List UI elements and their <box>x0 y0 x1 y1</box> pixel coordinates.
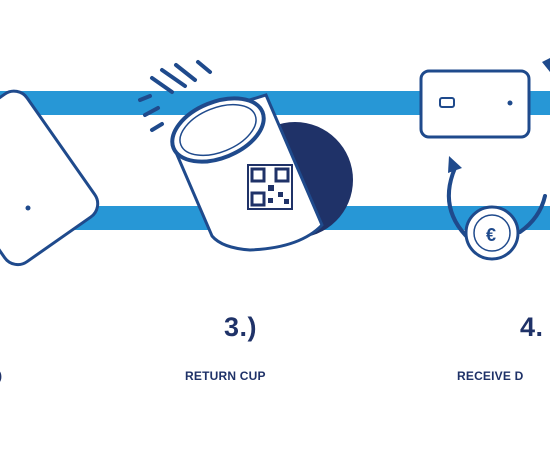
qr-code-icon <box>247 164 293 210</box>
step-3-number: 3.) <box>224 312 258 342</box>
step-4-number: 4. <box>520 312 544 342</box>
step-3-caption: RETURN CUP <box>185 369 266 383</box>
step-2-caption: ) <box>0 369 2 383</box>
coin-icon: € <box>446 156 547 261</box>
svg-text:€: € <box>486 225 496 245</box>
phone-icon <box>0 89 100 267</box>
cup-qr-icon <box>138 60 353 252</box>
card-icon <box>419 58 550 139</box>
step-4-caption: RECEIVE D <box>457 369 524 383</box>
